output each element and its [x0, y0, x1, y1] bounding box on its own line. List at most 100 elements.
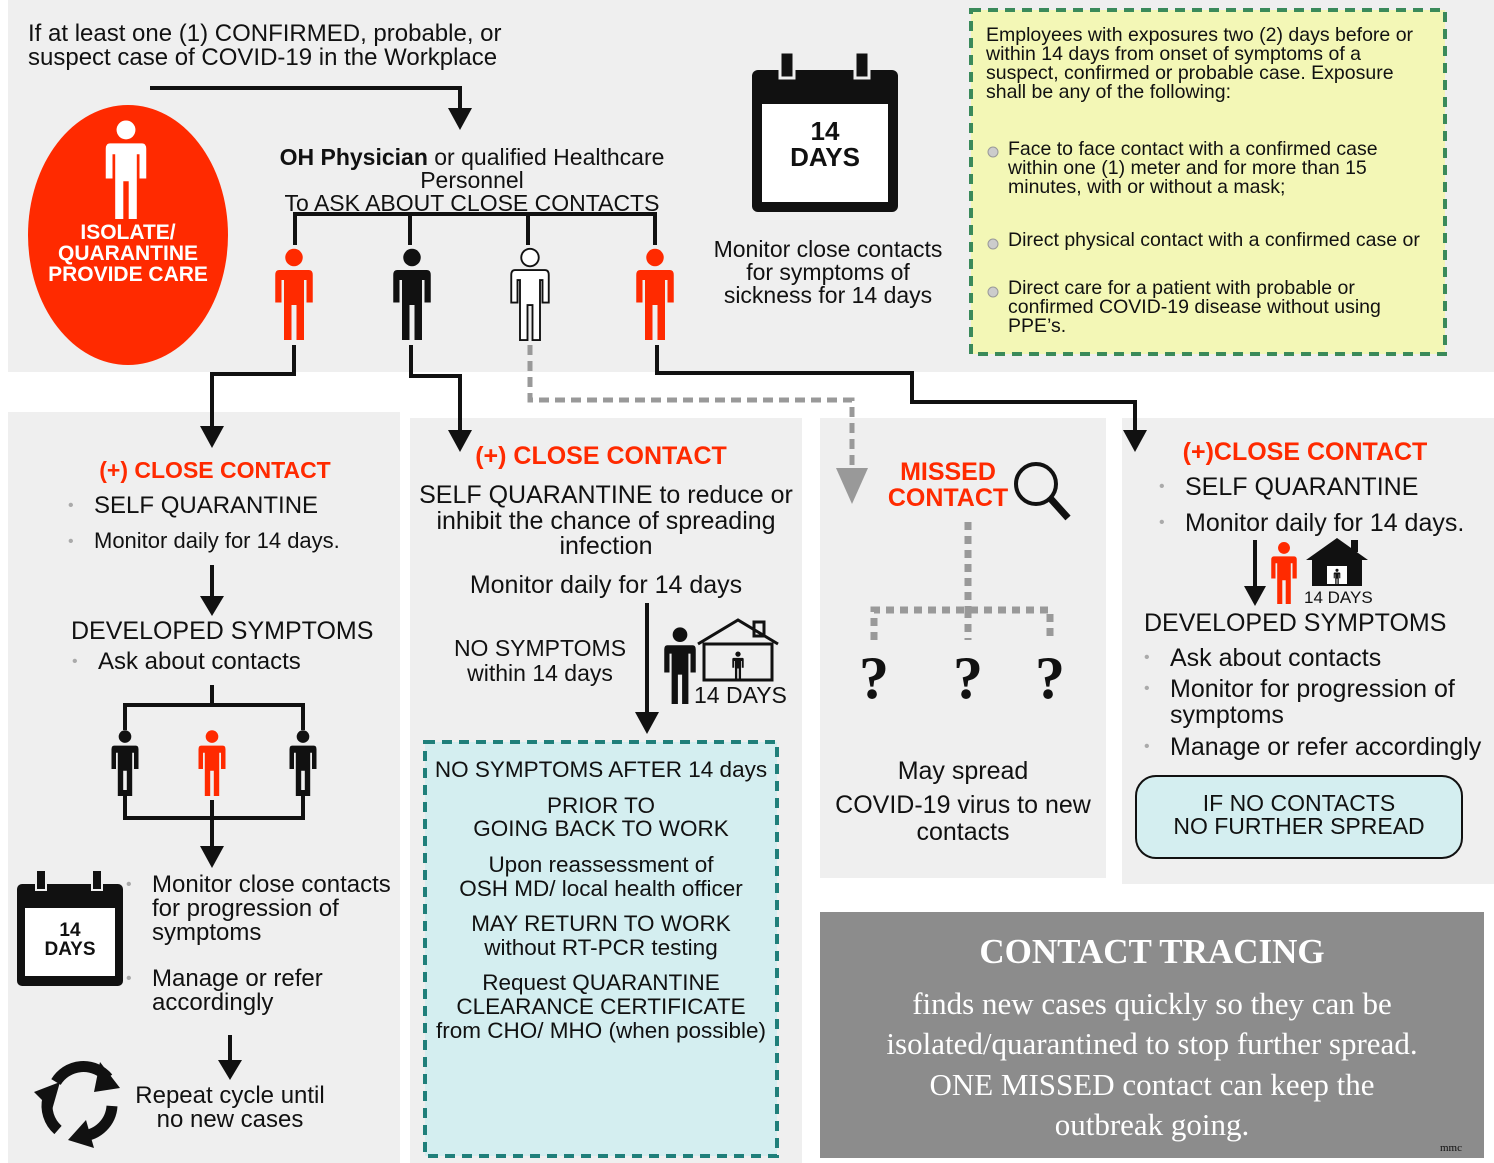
person-icon [1271, 541, 1297, 604]
col3-line: CONTACT [887, 483, 1009, 512]
col3-line: COVID-19 virus to new [835, 791, 1091, 820]
exposure-line: Direct care for a patient with probable … [1008, 277, 1355, 299]
return-line: MAY RETURN TO WORK [471, 911, 731, 937]
arrow-icon [218, 1060, 242, 1080]
col2-line: inhibit the chance of spreading [436, 506, 776, 535]
exposure-item: Direct physical contact with a confirmed… [1008, 229, 1420, 251]
question-mark: ? [859, 645, 889, 711]
house-icon [697, 618, 779, 682]
tracing-box [820, 912, 1484, 1158]
exposure-line: PPE’s. [1008, 315, 1067, 338]
col1-bullet: Manage or refer accordingly [126, 965, 323, 1015]
col3-line: May spread [897, 757, 1029, 785]
return-line: PRIOR TO [547, 792, 655, 818]
col1-bullet: SELF QUARANTINE [68, 494, 318, 518]
exposure-item: Direct care for a patient with probable … [1008, 277, 1381, 338]
trigger-text: If at least one (1) CONFIRMED, probable,… [28, 22, 502, 70]
exposure-line: Direct physical contact with a confirmed… [1008, 229, 1420, 251]
tracing-line: isolated/quarantined to stop further spr… [886, 1026, 1418, 1062]
tracing-body: finds new cases quickly so they can be i… [820, 984, 1484, 1145]
col3-line: MISSED [900, 458, 996, 486]
col2-self-quarantine: SELF QUARANTINE to reduce or inhibit the… [410, 481, 802, 560]
question-mark: ? [1035, 645, 1065, 711]
col3-panel [820, 418, 1106, 878]
return-line: GOING BACK TO WORK [473, 816, 729, 842]
col4-bullet: Manage or refer accordingly [1144, 735, 1481, 760]
person-icon [289, 730, 317, 796]
col2-line: NO SYMPTOMS [453, 635, 627, 661]
col1-calendar-label: 14 DAYS [25, 921, 115, 959]
col1-bullet: Ask about contacts [72, 650, 301, 674]
person-icon [664, 627, 696, 704]
col4-line: Monitor for progression of [1170, 675, 1455, 703]
no-contacts-text: IF NO CONTACTS NO FURTHER SPREAD [1136, 790, 1462, 840]
col4-bullet: Monitor for progression of symptoms [1144, 675, 1455, 729]
arrow-icon [200, 426, 224, 448]
col4-house-days: 14 DAYS [1304, 588, 1373, 607]
oh-physician-text: OH Physician or qualified Healthcare Per… [228, 146, 716, 215]
person-icon [510, 247, 550, 341]
isolate-oval [28, 105, 228, 365]
calendar-icon [17, 869, 123, 986]
col2-no-symptoms: NO SYMPTOMS within 14 days [440, 635, 640, 687]
exposure-line: suspect, confirmed or probable case. Exp… [986, 62, 1394, 85]
trigger-line: suspect case of COVID-19 in the Workplac… [28, 44, 498, 71]
monitor-line: for symptoms of [746, 259, 910, 285]
col1-line: Manage or refer [152, 965, 323, 992]
isolate-label: ISOLATE/ QUARANTINE PROVIDE CARE [28, 222, 228, 285]
calendar-days: DAYS [790, 142, 860, 172]
person-icon [111, 730, 139, 796]
monitor-line: Monitor close contacts [713, 236, 943, 262]
col4-title: (+)CLOSE CONTACT [1182, 438, 1428, 466]
col1-line: for progression of [152, 895, 339, 922]
oh-line2: To ASK ABOUT CLOSE CONTACTS [284, 190, 660, 216]
col1-line: symptoms [152, 919, 262, 946]
col1-line: Monitor close contacts [152, 871, 391, 898]
col1-developed: DEVELOPED SYMPTOMS [71, 617, 374, 645]
arrow-icon [200, 846, 224, 868]
person-icon [393, 248, 431, 340]
no-contacts-line: IF NO CONTACTS [1202, 790, 1396, 816]
contacts-bracket [293, 212, 657, 245]
exposure-line: shall be any of the following: [986, 81, 1231, 104]
arrow-icon [635, 712, 659, 734]
col1-bullet: Monitor daily for 14 days. [68, 530, 340, 552]
person-icon [636, 248, 674, 340]
col4-line: symptoms [1170, 700, 1284, 729]
col2-title: (+) CLOSE CONTACT [475, 442, 727, 470]
monitor-text: Monitor close contacts for symptoms of s… [708, 238, 948, 307]
arrow-icon [1244, 586, 1266, 606]
arrow-icon [836, 468, 868, 504]
person-icon [732, 651, 744, 680]
col2-line: SELF QUARANTINE to reduce or [419, 481, 793, 509]
arrow-icon [448, 430, 472, 452]
exposure-intro: Employees with exposures two (2) days be… [986, 24, 1414, 104]
return-line: from CHO/ MHO (when possible) [435, 1017, 767, 1043]
calendar-number: 14 [810, 116, 840, 146]
monitor-line: sickness for 14 days [723, 282, 933, 308]
col1-line: no new cases [156, 1106, 304, 1133]
exposure-line: within 14 days from onset of symptoms of… [986, 43, 1361, 66]
tracing-line: finds new cases quickly so they can be [912, 986, 1392, 1021]
exposure-box [969, 8, 1447, 356]
exposure-line: confirmed COVID-19 disease without using [1008, 296, 1381, 319]
arrow-icon [1123, 430, 1147, 452]
col1-title: (+) CLOSE CONTACT [99, 457, 331, 483]
exposure-line: Face to face contact with a confirmed ca… [1008, 138, 1378, 160]
col2-house-days: 14 DAYS [694, 682, 787, 708]
isolate-line: QUARANTINE [58, 242, 198, 265]
return-line: Request QUARANTINE [482, 970, 720, 996]
exposure-line: within one (1) meter and for more than 1… [1008, 157, 1367, 180]
return-line: NO SYMPTOMS AFTER 14 days [434, 757, 768, 782]
col2-monitor: Monitor daily for 14 days [469, 571, 743, 599]
isolate-line: PROVIDE CARE [48, 263, 208, 286]
col4-developed: DEVELOPED SYMPTOMS [1144, 609, 1447, 637]
col1-bullet: Monitor close contacts for progression o… [126, 871, 391, 946]
calendar-days: DAYS [44, 939, 96, 960]
no-contacts-line: NO FURTHER SPREAD [1173, 813, 1425, 840]
trigger-line: If at least one (1) CONFIRMED, probable,… [28, 20, 502, 47]
tracing-line: outbreak going. [1054, 1106, 1250, 1142]
col1-repeat: Repeat cycle until no new cases [130, 1084, 330, 1132]
exposure-line: Employees with exposures two (2) days be… [986, 24, 1414, 46]
